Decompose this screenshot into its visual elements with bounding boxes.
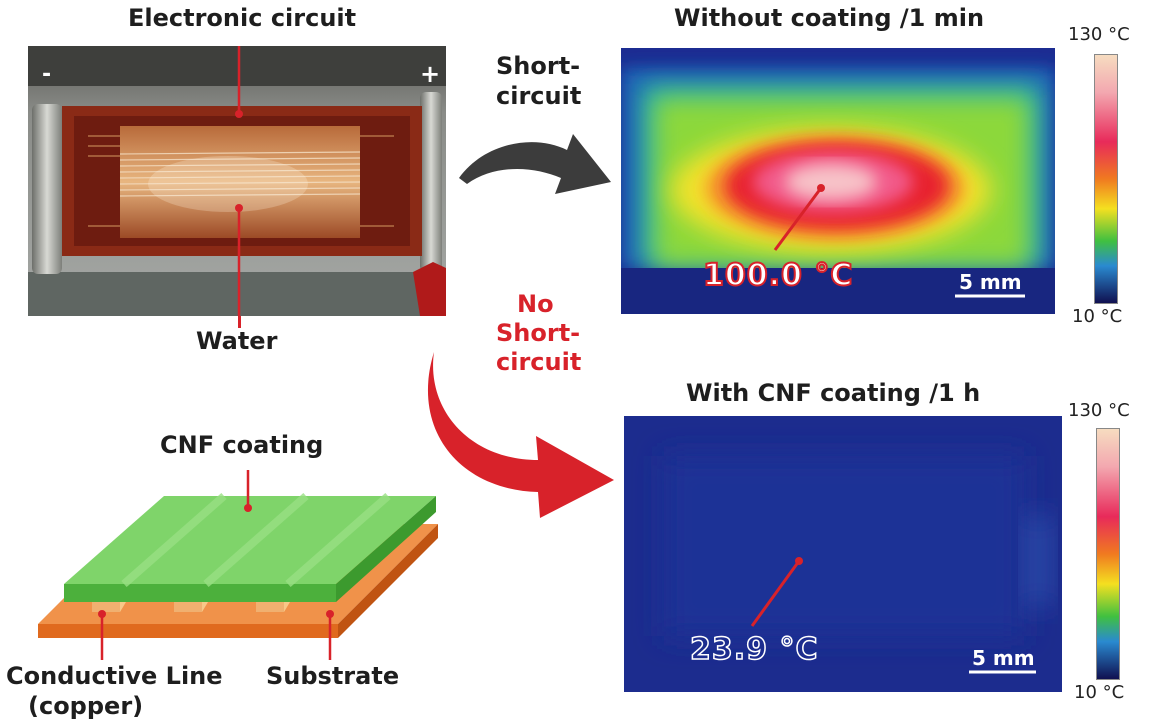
water-pointer-line [238,316,241,328]
colorbar-top-max-label: 130 °C [1068,24,1130,45]
circuit-photo: - + [28,46,446,316]
thermal-bottom-temperature: 23.9 °C [689,631,819,668]
colorbar-bottom-min-label: 10 °C [1074,682,1125,703]
no-short-label-line1: No [517,290,554,318]
plus-terminal-label: + [420,60,441,88]
electronic-circuit-label: Electronic circuit [128,4,357,32]
short-circuit-label-line2: circuit [496,82,582,110]
colorbar-top [1094,54,1118,304]
short-circuit-label-line1: Short- [496,52,581,80]
thermal-top-title: Without coating /1 min [674,4,985,32]
thermal-bottom-title: With CNF coating /1 h [686,379,981,407]
short-circuit-arrow [455,120,615,210]
conductive-line-label: Conductive Line [6,662,223,690]
cnf-board-diagram [28,462,448,662]
substrate-label: Substrate [266,662,400,690]
circuit-photo-image [28,46,446,316]
thermal-top-scale-label: 5 mm [959,270,1022,294]
thermal-image-with-coating: 23.9 °C 5 mm [624,416,1062,692]
no-short-label-line2: Short- [496,319,581,347]
colorbar-top-min-label: 10 °C [1072,306,1123,327]
minus-terminal-label: - [42,62,52,87]
no-short-label-line3: circuit [496,348,582,376]
no-short-circuit-arrow [420,350,620,520]
thermal-top-temperature: 100.0 °C [702,257,854,294]
thermal-image-without-coating: 100.0 °C 5 mm [621,48,1055,314]
conductive-line-sublabel: (copper) [28,692,144,720]
colorbar-bottom [1096,428,1120,680]
colorbar-bottom-max-label: 130 °C [1068,400,1130,421]
thermal-bottom-scale-label: 5 mm [972,646,1035,670]
cnf-coating-label: CNF coating [160,431,324,459]
water-label: Water [196,327,278,355]
